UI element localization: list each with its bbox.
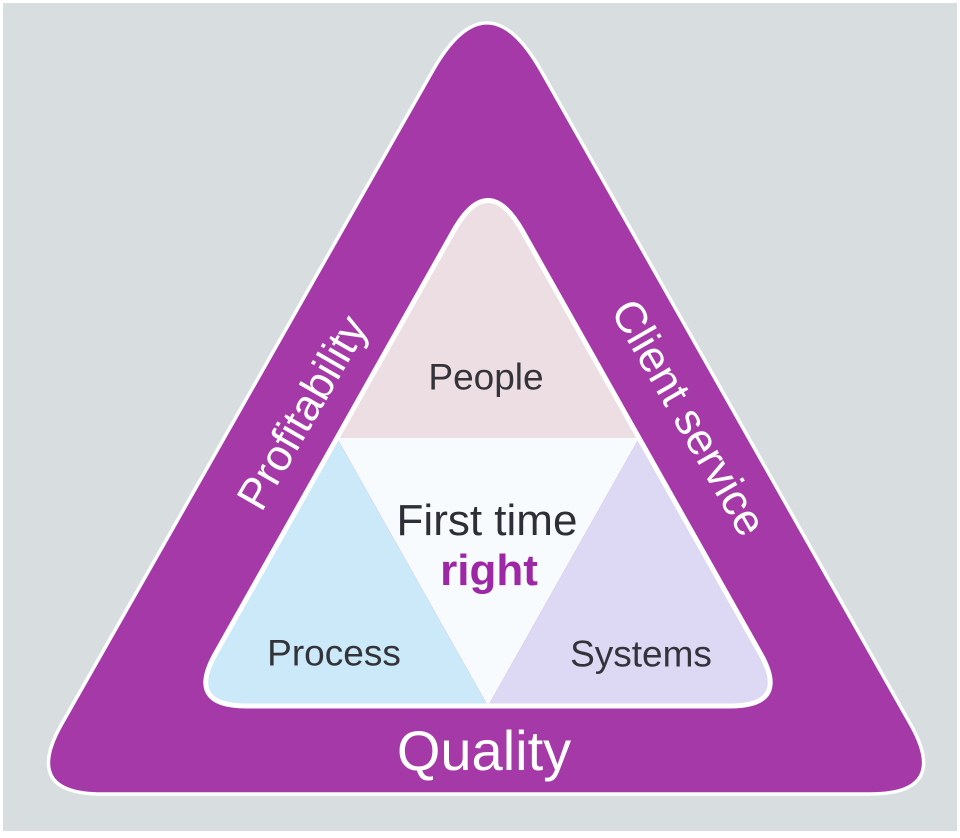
quality-label: Quality <box>396 719 572 782</box>
center-message-line1: First time <box>396 496 578 545</box>
process-region <box>205 438 488 706</box>
systems-label: Systems <box>570 633 712 675</box>
inner-regions <box>205 200 771 706</box>
center-region <box>337 438 639 706</box>
process-label: Process <box>267 632 401 674</box>
systems-region <box>488 438 771 706</box>
people-region <box>337 200 639 438</box>
inner-triangle-outline <box>203 198 773 709</box>
people-label: People <box>428 356 544 398</box>
center-message-line2: right <box>440 546 538 595</box>
